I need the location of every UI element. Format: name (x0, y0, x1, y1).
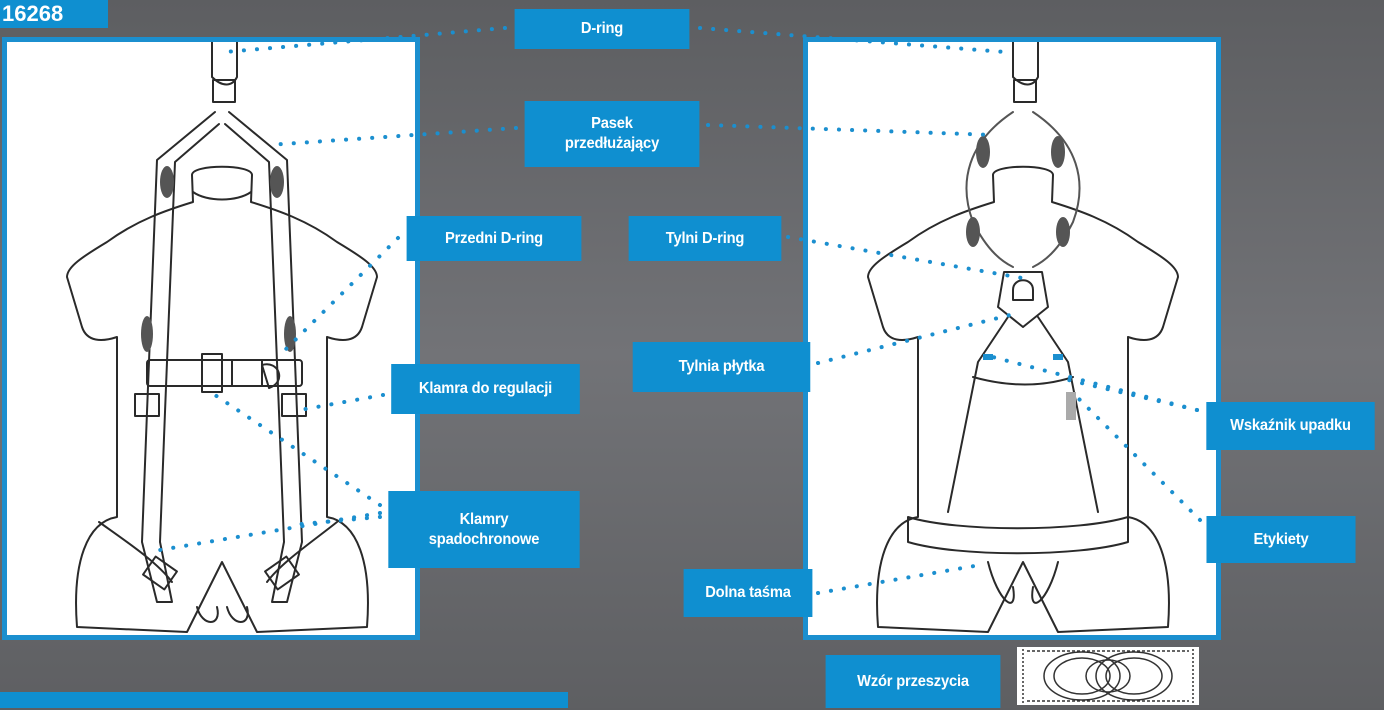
label-adjust-buckle: Klamra do regulacji (391, 364, 580, 414)
label-labels-tag: Etykiety (1206, 516, 1356, 563)
label-extension-strap: Pasek przedłużający (524, 101, 700, 167)
back-view-panel (803, 37, 1221, 640)
product-code-text: 16268 (2, 1, 64, 26)
label-fall-indicator: Wskaźnik upadku (1206, 402, 1375, 450)
back-harness-illustration (867, 42, 1179, 633)
label-rear-d-ring: Tylni D-ring (628, 216, 782, 261)
stitch-pattern-icon (1022, 649, 1194, 703)
front-right-shoulder-strap (224, 111, 303, 603)
back-waist-belt (972, 376, 1074, 386)
front-chest-strap (146, 359, 303, 387)
back-mannequin-outline (867, 165, 1179, 633)
back-bottom-strap (907, 516, 1129, 555)
label-front-d-ring: Przedni D-ring (406, 216, 582, 261)
front-view-panel (2, 37, 420, 640)
label-back-plate: Tylnia płytka (632, 342, 811, 392)
back-plate (997, 271, 1049, 328)
front-mannequin-outline (66, 165, 378, 633)
label-parachute-buckles: Klamry spadochronowe (388, 491, 580, 568)
back-top-d-ring (1012, 42, 1039, 86)
front-top-d-ring (211, 42, 238, 86)
label-stitch-pattern: Wzór przeszycia (825, 655, 1001, 708)
label-d-ring: D-ring (514, 9, 690, 49)
front-harness-illustration (66, 42, 378, 633)
label-bottom-strap: Dolna taśma (683, 569, 813, 617)
product-code-tag: 16268 (0, 0, 108, 28)
bottom-info-bar (0, 692, 568, 708)
front-left-shoulder-strap (141, 111, 220, 603)
stitch-pattern-sample (1017, 647, 1199, 705)
